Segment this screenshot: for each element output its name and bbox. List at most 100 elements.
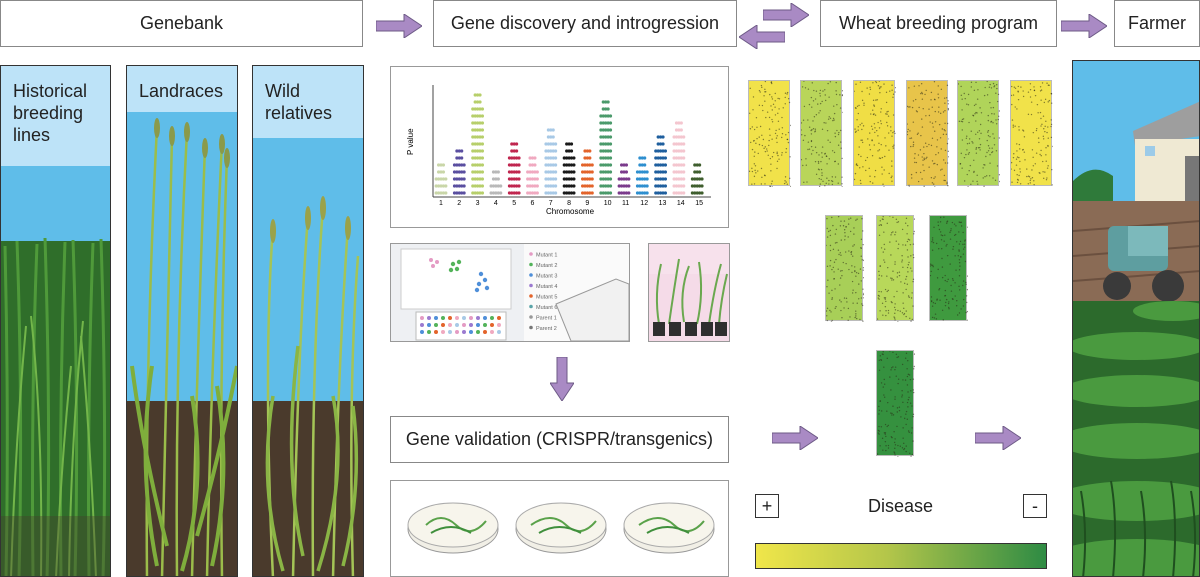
gene-discovery-header: Gene discovery and introgression <box>433 0 737 47</box>
manhattan-point <box>624 191 628 195</box>
manhattan-point <box>583 156 587 160</box>
manhattan-point <box>476 93 480 97</box>
manhattan-point <box>549 156 553 160</box>
manhattan-point <box>643 156 647 160</box>
manhattan-point <box>437 177 441 181</box>
manhattan-point <box>546 149 550 153</box>
manhattan-point <box>585 149 589 153</box>
manhattan-point <box>471 156 475 160</box>
manhattan-point <box>572 191 576 195</box>
manhattan-point <box>604 135 608 139</box>
manhattan-point <box>554 156 558 160</box>
manhattan-point <box>441 191 445 195</box>
manhattan-point <box>656 142 660 146</box>
manhattan-point <box>700 177 704 181</box>
manhattan-point <box>672 170 676 174</box>
manhattan-point <box>682 184 686 188</box>
manhattan-point <box>601 142 605 146</box>
manhattan-point <box>608 177 613 181</box>
manhattan-point <box>617 184 621 188</box>
manhattan-point <box>588 177 592 181</box>
manhattan-point <box>437 191 441 195</box>
well-dot <box>420 323 424 327</box>
manhattan-point <box>569 142 574 146</box>
manhattan-point <box>599 170 603 174</box>
manhattan-point <box>478 156 482 160</box>
manhattan-point <box>515 170 519 174</box>
manhattan-point <box>679 170 683 174</box>
manhattan-point <box>663 149 667 153</box>
manhattan-point <box>471 142 475 146</box>
manhattan-point <box>567 177 571 181</box>
manhattan-point <box>674 135 679 139</box>
manhattan-point <box>565 156 569 160</box>
chromosome-tick-label: 13 <box>659 200 667 207</box>
manhattan-point <box>441 163 445 167</box>
historical-label: Historical breeding lines <box>1 66 110 160</box>
manhattan-point <box>617 191 621 195</box>
well-dot <box>483 323 487 327</box>
manhattan-point <box>512 163 516 167</box>
manhattan-point <box>693 184 697 188</box>
manhattan-point <box>457 163 461 167</box>
manhattan-point <box>530 184 535 188</box>
manhattan-point <box>480 184 484 188</box>
manhattan-point <box>640 177 644 181</box>
well-dot <box>427 316 431 320</box>
manhattan-point <box>640 163 644 167</box>
manhattan-point <box>476 135 480 139</box>
manhattan-point <box>439 170 443 174</box>
manhattan-point <box>572 163 576 167</box>
legend-dot <box>529 273 533 277</box>
manhattan-point <box>588 149 592 153</box>
gene-discovery-label: Gene discovery and introgression <box>450 13 720 33</box>
manhattan-point <box>601 100 605 104</box>
well-dot <box>420 316 424 320</box>
well-dot <box>469 323 473 327</box>
manhattan-point <box>601 149 605 153</box>
manhattan-point <box>656 191 660 195</box>
chromosome-tick-label: 8 <box>567 200 571 207</box>
manhattan-point <box>606 191 610 195</box>
manhattan-point <box>533 170 537 174</box>
manhattan-point <box>659 163 663 167</box>
well-dot <box>448 323 452 327</box>
manhattan-point <box>700 191 704 195</box>
manhattan-point <box>635 177 640 181</box>
manhattan-point <box>622 184 626 188</box>
manhattan-point <box>478 170 482 174</box>
manhattan-point <box>677 170 681 174</box>
manhattan-point <box>663 191 667 195</box>
chromosome-tick-label: 14 <box>677 200 685 207</box>
manhattan-point <box>599 156 603 160</box>
manhattan-point <box>656 156 660 160</box>
manhattan-point <box>604 142 608 146</box>
manhattan-xlabel: Chromosome <box>546 207 595 216</box>
greenhouse-panel <box>648 243 730 342</box>
manhattan-point <box>554 191 558 195</box>
plot-texture <box>958 81 1000 187</box>
manhattan-point <box>659 191 663 195</box>
legend-item-label: Mutant 5 <box>536 295 557 301</box>
manhattan-ylabel: P value <box>406 128 415 155</box>
manhattan-point <box>674 177 679 181</box>
manhattan-point <box>663 184 667 188</box>
manhattan-point <box>551 163 555 167</box>
manhattan-point <box>530 163 535 167</box>
manhattan-point <box>659 149 663 153</box>
well-dot <box>427 330 431 334</box>
historical-breeding-panel: Historical breeding lines <box>0 65 111 577</box>
manhattan-point <box>601 121 605 125</box>
arrow-down-icon <box>550 357 574 401</box>
chromosome-tick-label: 15 <box>695 200 703 207</box>
manhattan-point <box>583 163 587 167</box>
legend-item-label: Parent 2 <box>536 326 557 332</box>
manhattan-point <box>601 163 605 167</box>
manhattan-point <box>601 191 605 195</box>
manhattan-point <box>698 191 702 195</box>
legend-item-label: Mutant 4 <box>536 284 557 290</box>
plot-texture <box>801 81 843 187</box>
manhattan-point <box>682 170 686 174</box>
well-dot <box>434 330 438 334</box>
